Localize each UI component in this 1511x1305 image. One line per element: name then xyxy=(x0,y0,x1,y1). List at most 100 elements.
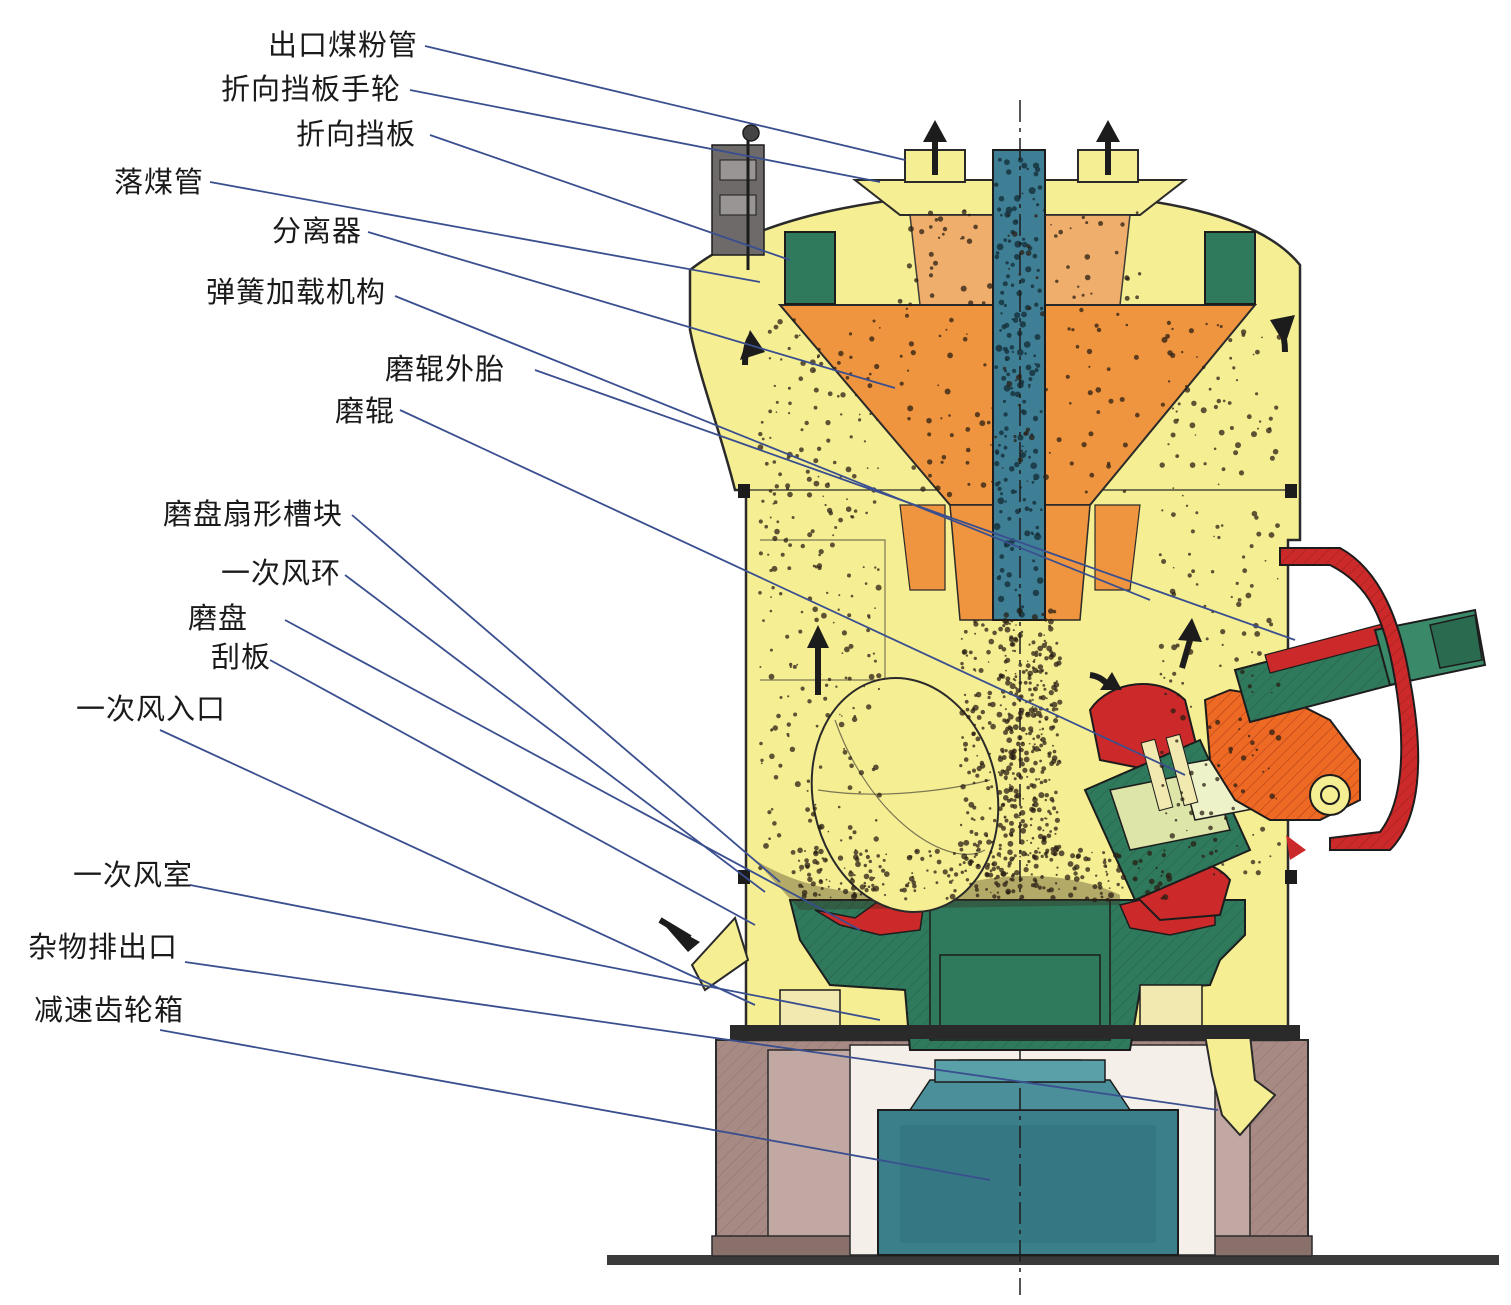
coal-particle xyxy=(929,225,933,229)
coal-particle xyxy=(1188,845,1191,849)
coal-particle xyxy=(1190,529,1195,534)
coal-particle xyxy=(1233,450,1239,456)
coal-particle xyxy=(872,500,877,504)
coal-particle xyxy=(1044,793,1050,798)
pipe-particle xyxy=(994,461,1000,467)
coal-particle xyxy=(840,839,843,842)
coal-particle xyxy=(1160,750,1164,755)
coal-particle xyxy=(873,659,877,663)
coal-particle xyxy=(1220,872,1222,874)
coal-particle xyxy=(1028,707,1035,714)
coal-particle xyxy=(1269,622,1274,627)
coal-particle xyxy=(1174,818,1178,822)
coal-particle xyxy=(1025,864,1028,867)
label-table-segment: 磨盘扇形槽块 xyxy=(163,497,344,531)
coal-particle xyxy=(838,594,841,597)
coal-particle xyxy=(1036,683,1039,687)
coal-particle xyxy=(908,302,912,307)
coal-particle xyxy=(789,662,793,667)
coal-particle xyxy=(960,637,963,640)
coal-particle xyxy=(839,882,843,885)
coal-particle xyxy=(1057,699,1063,705)
coal-particle xyxy=(878,327,881,329)
coal-particle xyxy=(1020,449,1024,453)
coal-particle xyxy=(1030,873,1034,876)
coal-particle xyxy=(1189,462,1196,468)
coal-particle xyxy=(1260,826,1266,832)
coal-particle xyxy=(1048,451,1051,454)
coal-particle xyxy=(1180,791,1183,795)
coal-particle xyxy=(1050,895,1056,901)
coal-particle xyxy=(949,433,954,438)
coal-particle xyxy=(962,336,968,342)
leader-deflector-handwheel xyxy=(409,89,881,183)
coal-particle xyxy=(1015,792,1022,799)
coal-particle xyxy=(1018,877,1023,882)
coal-particle xyxy=(1003,769,1010,776)
coal-particle xyxy=(1009,783,1011,786)
coal-particle xyxy=(1120,222,1125,227)
coal-particle xyxy=(770,728,774,732)
coal-particle xyxy=(942,226,948,232)
coal-particle xyxy=(1108,887,1111,889)
coal-particle xyxy=(1042,684,1046,687)
coal-particle xyxy=(1171,644,1177,651)
coal-particle xyxy=(964,856,969,861)
pipe-particle xyxy=(998,299,1005,306)
coal-particle xyxy=(953,889,957,893)
coal-particle xyxy=(974,884,979,889)
coal-particle xyxy=(1229,426,1234,430)
coal-particle xyxy=(913,889,917,893)
coal-particle xyxy=(1027,676,1032,680)
coal-particle xyxy=(773,324,779,330)
coal-particle xyxy=(1026,839,1028,842)
coal-particle xyxy=(877,568,880,571)
coal-particle xyxy=(1163,849,1166,852)
coal-particle xyxy=(948,880,953,884)
coal-particle xyxy=(966,238,973,244)
coal-particle xyxy=(1228,338,1233,343)
coal-particle xyxy=(800,428,804,432)
coal-particle xyxy=(994,435,997,439)
coal-particle xyxy=(967,770,971,775)
coal-particle xyxy=(999,772,1003,777)
coal-particle xyxy=(867,885,871,889)
coal-particle xyxy=(1044,798,1048,802)
coal-particle xyxy=(874,363,880,370)
coal-particle xyxy=(966,811,970,815)
coal-particle xyxy=(1028,386,1030,389)
coal-particle xyxy=(1016,741,1021,747)
coal-particle xyxy=(1086,348,1093,355)
coal-particle xyxy=(1009,797,1014,802)
coal-particle xyxy=(772,535,778,542)
coal-particle xyxy=(991,861,998,867)
coal-particle xyxy=(1028,434,1035,441)
coal-particle xyxy=(1039,729,1041,731)
coal-particle xyxy=(1040,679,1043,683)
coal-particle xyxy=(1032,667,1038,674)
coal-particle xyxy=(1058,760,1061,763)
coal-particle xyxy=(1014,679,1017,682)
coal-particle xyxy=(1161,853,1166,858)
pipe-particle xyxy=(1004,434,1007,438)
coal-particle xyxy=(1020,819,1025,824)
coal-particle xyxy=(907,405,914,412)
pipe-particle xyxy=(1029,369,1036,377)
pipe-particle xyxy=(1031,481,1035,484)
coal-particle xyxy=(859,893,863,896)
pipe-particle xyxy=(1010,489,1016,495)
coal-particle xyxy=(825,420,831,426)
coal-particle xyxy=(1004,626,1011,633)
coal-particle xyxy=(1217,535,1221,540)
coal-particle xyxy=(1070,853,1076,859)
coal-particle xyxy=(1116,867,1122,873)
coal-particle xyxy=(1018,403,1021,407)
pipe-particle xyxy=(1036,577,1044,584)
coal-particle xyxy=(1007,234,1010,237)
coal-particle xyxy=(1034,653,1039,657)
coal-particle xyxy=(775,411,778,414)
coal-particle xyxy=(909,855,913,859)
coal-particle xyxy=(1037,664,1044,670)
coal-particle xyxy=(787,695,790,698)
pipe-particle xyxy=(1010,386,1013,390)
